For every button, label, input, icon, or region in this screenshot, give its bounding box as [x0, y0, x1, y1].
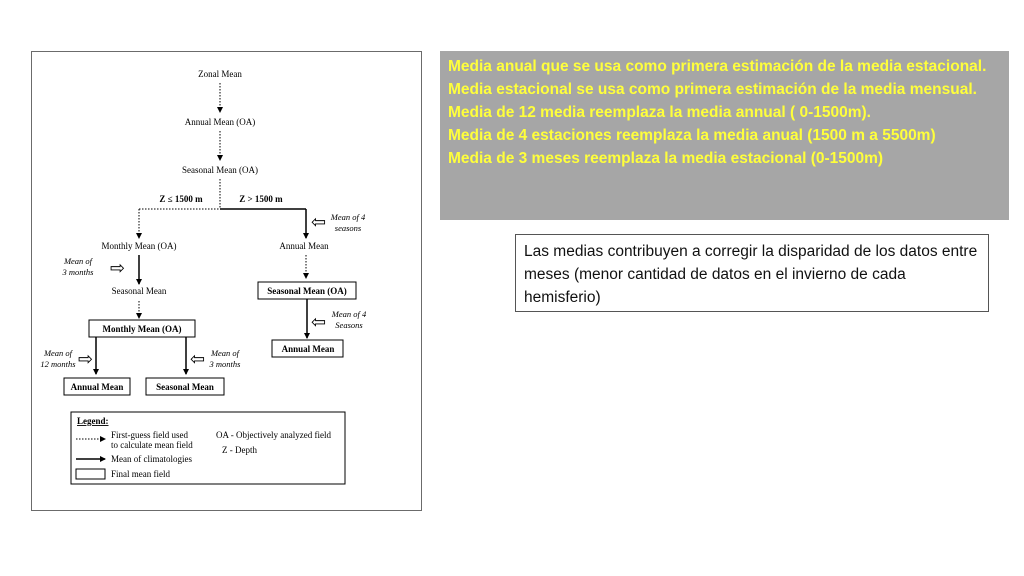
annual-mean-box-left	[63, 377, 131, 396]
mean-of-3-months-bottom-label: Mean of	[210, 348, 241, 358]
hollow-arrow-seasons-icon: ⇦	[311, 312, 326, 333]
legend-oa-definition: OA - Objectively analyzed field	[216, 430, 331, 440]
info-line: Media de 4 estaciones reemplaza la media…	[448, 127, 936, 144]
info-line: Media de 3 meses reemplaza la media esta…	[448, 150, 884, 167]
monthly-mean-oa-box-label: Monthly Mean (OA)	[103, 324, 182, 334]
mean-of-3-months-bottom-label-2: 3 months	[209, 359, 242, 369]
mean-of-4-seasons-lower-label-2: Seasons	[335, 320, 363, 330]
info-box: Media anual que se usa como primera esti…	[440, 51, 1009, 220]
hollow-arrow-12-icon: ⇨	[78, 349, 93, 370]
legend-box-sample	[75, 468, 106, 480]
legend-z-definition: Z - Depth	[222, 445, 257, 455]
legend-title: Legend:	[77, 416, 109, 426]
mean-of-12-months-label-2: 12 months	[40, 359, 76, 369]
seasonal-mean-oa-top-label: Seasonal Mean (OA)	[182, 165, 258, 175]
legend-box	[70, 411, 346, 485]
legend-mean-climatologies-label: Mean of climatologies	[111, 454, 192, 464]
annual-mean-box-left-label: Annual Mean	[71, 382, 124, 392]
annual-mean-oa-label: Annual Mean (OA)	[185, 117, 255, 127]
legend-first-guess-label-2: to calculate mean field	[111, 440, 193, 450]
seasonal-mean-left-label: Seasonal Mean	[112, 286, 167, 296]
flow-diagram: Zonal Mean Annual Mean (OA) Seasonal Mea…	[31, 51, 422, 511]
note-text: Las medias contribuyen a corregir la dis…	[524, 243, 978, 306]
seasonal-mean-box	[145, 377, 225, 396]
monthly-mean-oa-box	[88, 319, 196, 338]
note-box: Las medias contribuyen a corregir la dis…	[515, 234, 989, 312]
hollow-arrow-3-icon: ⇦	[190, 349, 205, 370]
info-line: Media estacional se usa como primera est…	[448, 81, 977, 98]
mean-of-4-seasons-label-2: seasons	[335, 223, 362, 233]
depth-shallow-label: Z ≤ 1500 m	[159, 194, 203, 204]
legend-final-mean-label: Final mean field	[111, 469, 170, 479]
mean-of-3-months-left-label: Mean of	[63, 256, 94, 266]
legend-first-guess-label: First-guess field used	[111, 430, 188, 440]
mean-of-4-seasons-lower-label: Mean of 4	[331, 309, 367, 319]
mean-of-4-seasons-label: Mean of 4	[330, 212, 366, 222]
mean-of-3-months-left-label-2: 3 months	[62, 267, 95, 277]
hollow-arrow-right-icon: ⇨	[110, 258, 125, 279]
mean-of-12-months-label: Mean of	[43, 348, 74, 358]
annual-mean-box-right-label: Annual Mean	[282, 344, 335, 354]
annual-mean-box-right	[271, 339, 344, 358]
info-line: Media anual que se usa como primera esti…	[448, 58, 987, 75]
hollow-arrow-icon: ⇦	[311, 212, 326, 233]
info-line: Media de 12 media reemplaza la media ann…	[448, 104, 871, 121]
seasonal-mean-box-label: Seasonal Mean	[156, 382, 214, 392]
depth-deep-label: Z > 1500 m	[239, 194, 283, 204]
monthly-mean-oa-label: Monthly Mean (OA)	[102, 241, 177, 251]
annual-mean-right-label: Annual Mean	[279, 241, 329, 251]
zonal-mean-label: Zonal Mean	[198, 69, 242, 79]
seasonal-mean-oa-right-label: Seasonal Mean (OA)	[267, 286, 347, 296]
flow-diagram-svg: Zonal Mean Annual Mean (OA) Seasonal Mea…	[40, 69, 367, 485]
